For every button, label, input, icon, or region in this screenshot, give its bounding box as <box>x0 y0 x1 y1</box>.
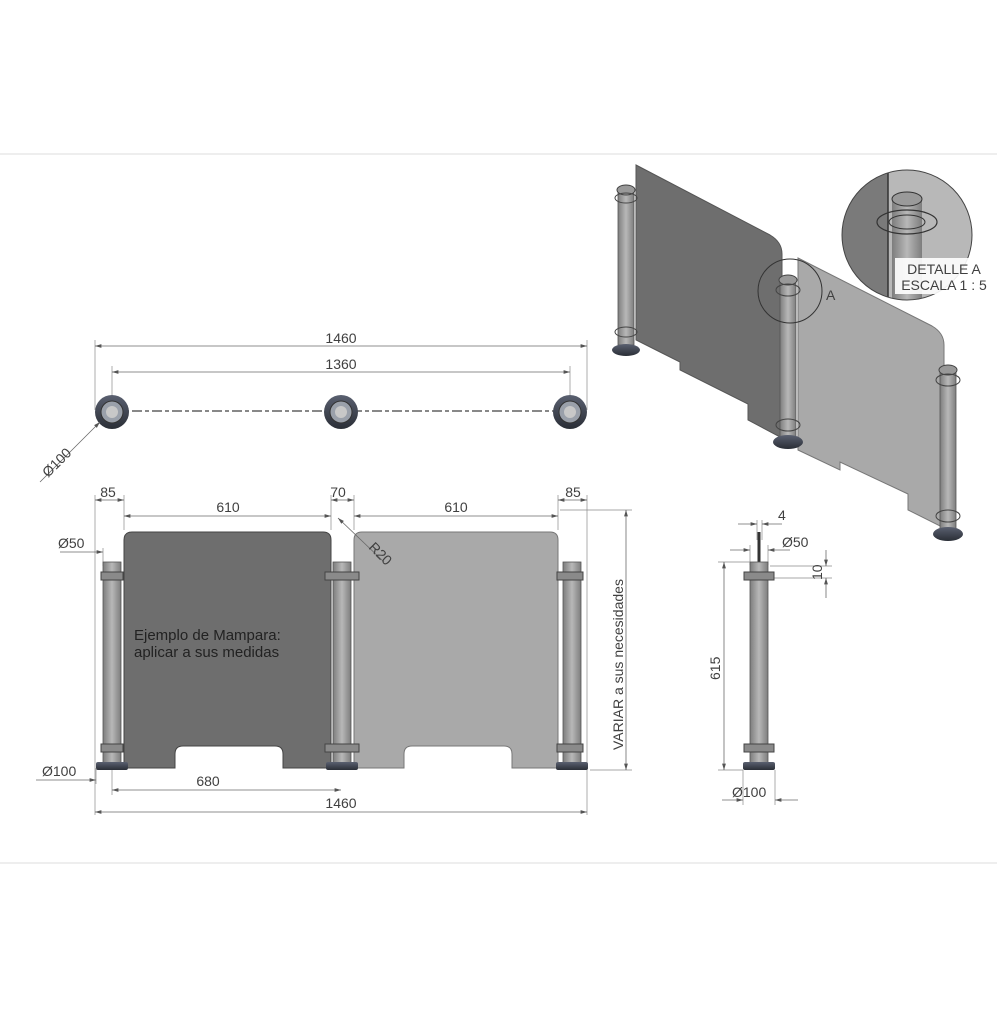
front-height-note: VARIAR a sus necesidades <box>610 579 626 750</box>
top-base-diameter-label: Ø100 <box>39 444 75 480</box>
detail-a-title: DETALLE A <box>907 261 981 277</box>
top-base-diameter-leader <box>39 421 101 483</box>
top-view: 1460 1360 Ø100 <box>39 330 588 483</box>
side-base-diameter-label: Ø100 <box>732 784 766 800</box>
top-overall-width-label: 1460 <box>325 330 356 346</box>
side-clamp-bottom <box>743 743 775 753</box>
front-end-offset-left-label: 85 <box>100 484 116 500</box>
side-post <box>749 561 769 765</box>
iso-detail-callout-letter: A <box>826 287 836 303</box>
top-post-spacing-label: 1360 <box>325 356 356 372</box>
iso-post-center <box>773 274 803 449</box>
side-post-height-label: 615 <box>707 656 723 680</box>
front-example-note-line2: aplicar a sus medidas <box>134 644 279 661</box>
front-cutout-width-label: 680 <box>196 773 220 789</box>
side-panel-thickness-label: 4 <box>778 507 786 523</box>
iso-post-left <box>612 184 640 356</box>
front-gap-center-label: 70 <box>330 484 346 500</box>
iso-detail-callout-circle <box>757 258 823 324</box>
iso-panel-right <box>797 257 945 529</box>
top-post-right <box>553 395 587 429</box>
side-view: 4 Ø50 10 615 Ø100 <box>707 507 832 805</box>
front-post-diameter-label: Ø50 <box>58 535 85 551</box>
front-overall-width-label: 1460 <box>325 795 356 811</box>
front-view: 85 610 70 610 85 Ø50 Ejemplo de Mampara:… <box>36 484 632 815</box>
side-clamp-height-label: 10 <box>809 564 825 580</box>
front-end-offset-right-label: 85 <box>565 484 581 500</box>
front-panel-width-left-label: 610 <box>216 499 240 515</box>
side-base <box>743 762 775 770</box>
detail-a-frame <box>841 169 973 301</box>
top-post-center <box>324 395 358 429</box>
front-post-left <box>96 561 128 770</box>
front-panel-width-right-label: 610 <box>444 499 468 515</box>
front-radius-leader <box>337 517 385 563</box>
iso-panel-left <box>635 164 783 439</box>
front-post-center <box>324 561 360 770</box>
front-panel-left <box>123 531 332 769</box>
detail-a: DETALLE A ESCALA 1 : 5 <box>841 169 995 301</box>
front-example-note-line1: Ejemplo de Mampara: <box>134 627 281 644</box>
detail-a-scale: ESCALA 1 : 5 <box>901 277 987 293</box>
front-panel-right <box>353 531 559 769</box>
front-post-right <box>556 561 588 770</box>
isometric-view: A <box>612 164 963 541</box>
front-base-diameter-label: Ø100 <box>42 763 76 779</box>
side-post-diameter-label: Ø50 <box>782 534 809 550</box>
top-post-left <box>95 395 129 429</box>
side-clamp-top <box>743 571 775 581</box>
iso-post-right <box>933 364 963 541</box>
